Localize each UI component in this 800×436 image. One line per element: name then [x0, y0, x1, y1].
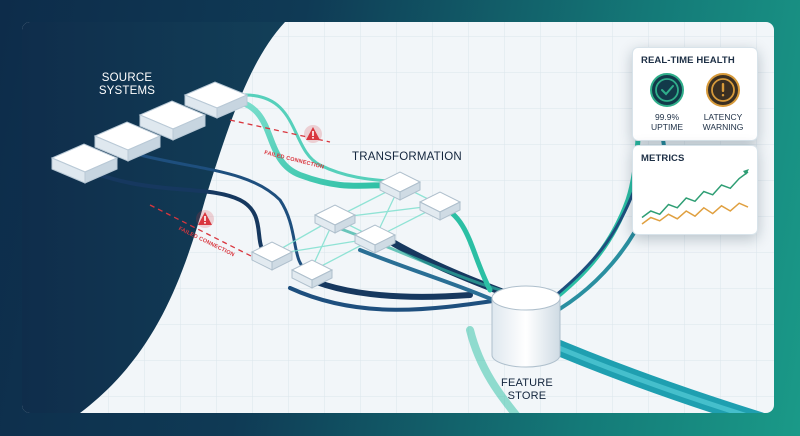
alert-icon [304, 125, 322, 143]
transformation-label: TRANSFORMATION [352, 151, 462, 163]
check-icon [650, 73, 684, 107]
health-panel: REAL-TIME HEALTH 99.9% UPTIME LATENCY WA… [632, 47, 758, 141]
metric-series-line [641, 171, 749, 219]
transform-node [378, 171, 422, 201]
source-box [183, 81, 249, 119]
source-box [50, 143, 119, 184]
source-box [138, 100, 207, 141]
source-box [93, 121, 162, 162]
transform-node [290, 259, 334, 289]
source-boxes [50, 81, 249, 184]
transform-node [250, 241, 294, 271]
latency-label: WARNING [702, 122, 744, 132]
feature-store-label: FEATURE STORE [501, 377, 553, 402]
alert-icon [196, 210, 214, 228]
health-panel-title: REAL-TIME HEALTH [641, 55, 735, 66]
metric-series-line [641, 202, 749, 225]
metrics-panel: METRICS [632, 145, 758, 235]
transform-node [418, 191, 462, 221]
trend-arrow-icon [743, 169, 749, 175]
source-systems-label: SOURCE SYSTEMS [98, 72, 156, 97]
uptime-value: 99.9% [654, 112, 680, 122]
data-pipes [98, 57, 768, 413]
latency-value: LATENCY [703, 112, 743, 122]
feature-store-cylinder [491, 285, 561, 368]
metrics-panel-title: METRICS [641, 153, 685, 164]
transform-node [353, 224, 397, 254]
uptime-label: UPTIME [650, 122, 684, 132]
transformation-nodes [250, 171, 462, 289]
exclamation-icon [706, 73, 740, 107]
transform-node [313, 204, 357, 234]
metrics-sparkline [641, 169, 749, 225]
